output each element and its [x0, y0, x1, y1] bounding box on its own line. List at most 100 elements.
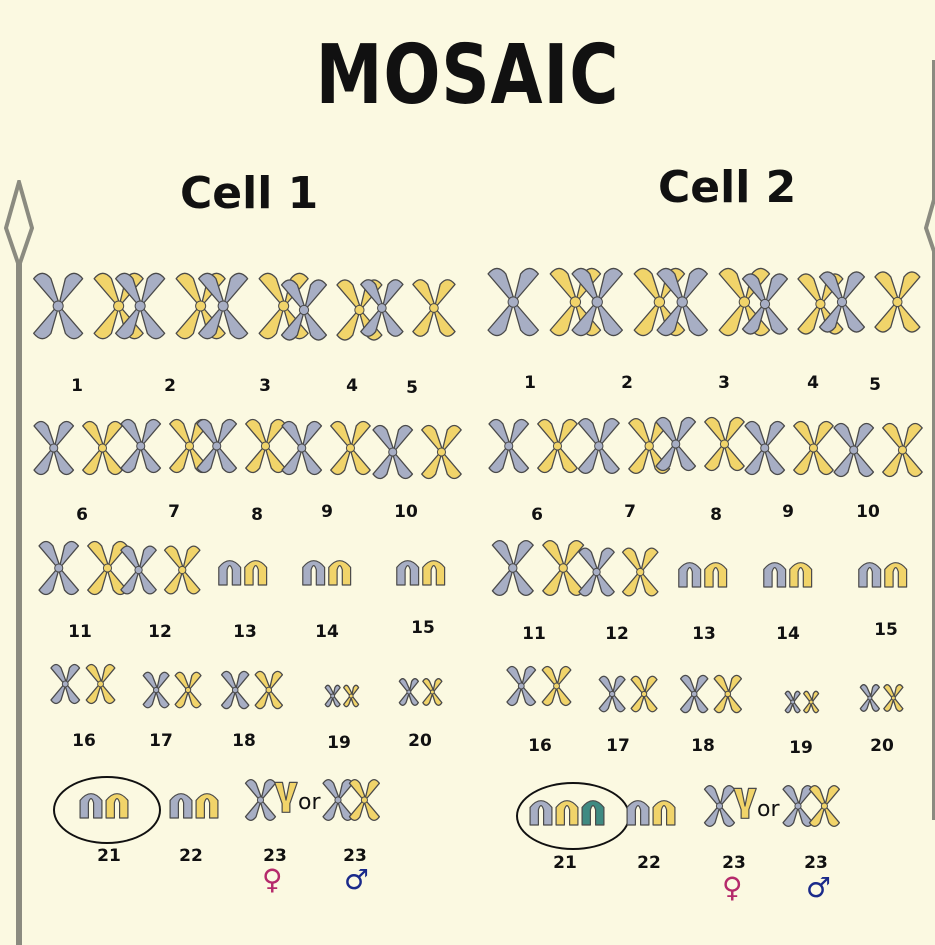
cell-2-chromosome-number-4: 4 — [807, 373, 819, 393]
cell-2-chromosome-number-1: 1 — [524, 373, 536, 393]
cell-1-chromosome-pair-16 — [50, 663, 116, 705]
cell-2-chromosome-pair-14 — [763, 562, 813, 588]
cell-2-chromosome-number-23: 23 — [722, 853, 746, 873]
cell-1-chromosome-number-15: 15 — [411, 618, 435, 638]
cell-2-chromosome-number-7: 7 — [624, 502, 636, 522]
cell-1-chromosome-pair-5 — [360, 279, 456, 337]
cell-2-chromosome-pair-11 — [491, 539, 585, 597]
cell-2-chromosome-number-18: 18 — [691, 736, 715, 756]
cell-2-chromosome-pair-21 — [529, 800, 605, 826]
cell-2-title: Cell 2 — [658, 162, 797, 213]
cell-2-sex-chromosomes-xy — [704, 784, 758, 828]
cell-2-chromosome-pair-15 — [858, 562, 908, 588]
cell-1-chromosome-pair-2 — [114, 272, 226, 340]
male-symbol-icon: ♂ — [344, 863, 370, 896]
cell-1-chromosome-number-4: 4 — [346, 376, 358, 396]
cell-1-chromosome-number-24: 23 — [343, 846, 367, 866]
cell-2-chromosome-pair-16 — [506, 665, 572, 707]
left-spear-shaft — [16, 185, 22, 945]
cell-1-chromosome-number-2: 2 — [164, 376, 176, 396]
cell-2-chromosome-number-12: 12 — [605, 624, 629, 644]
cell-2-chromosome-number-13: 13 — [692, 624, 716, 644]
cell-2-chromosome-pair-12 — [577, 547, 659, 597]
cell-1-chromosome-number-16: 16 — [72, 731, 96, 751]
cell-1-chromosome-number-19: 19 — [327, 733, 351, 753]
cell-1-chromosome-pair-13 — [218, 560, 268, 586]
cell-2-chromosome-number-20: 20 — [870, 736, 894, 756]
cell-1-title: Cell 1 — [180, 168, 319, 219]
cell-1-chromosome-pair-18 — [220, 670, 284, 710]
right-spear-tip-icon — [924, 188, 935, 261]
cell-2-chromosome-number-11: 11 — [522, 624, 546, 644]
cell-1-chromosome-pair-21 — [79, 793, 129, 819]
cell-2-chromosome-number-8: 8 — [710, 505, 722, 525]
cell-2-chromosome-number-9: 9 — [782, 502, 794, 522]
cell-1-chromosome-pair-20 — [399, 678, 443, 706]
page-title: MOSAIC — [315, 28, 620, 123]
cell-2-chromosome-pair-17 — [598, 675, 658, 713]
cell-2-chromosome-number-21: 21 — [553, 853, 577, 873]
cell-1-chromosome-pair-6 — [33, 420, 123, 476]
cell-2-chromosome-number-16: 16 — [528, 736, 552, 756]
cell-2-chromosome-number-24: 23 — [804, 853, 828, 873]
cell-1-chromosome-pair-7 — [120, 418, 210, 474]
cell-1-sex-chromosomes-xy — [245, 778, 299, 822]
right-spear-shaft — [932, 60, 935, 820]
cell-1-sex-chromosomes-xx — [322, 778, 380, 822]
cell-1-chromosome-number-22: 22 — [179, 846, 203, 866]
cell-1-chromosome-number-8: 8 — [251, 505, 263, 525]
cell-2-chromosome-pair-5 — [819, 271, 921, 333]
cell-1-chromosome-number-3: 3 — [259, 376, 271, 396]
cell-1-chromosome-pair-9 — [281, 420, 371, 476]
cell-1-chromosome-number-11: 11 — [68, 622, 92, 642]
cell-1-chromosome-number-17: 17 — [149, 731, 173, 751]
cell-2-or-label: or — [757, 797, 780, 822]
cell-2-chromosome-pair-7 — [577, 417, 671, 475]
cell-2-chromosome-pair-18 — [679, 674, 743, 714]
cell-1-chromosome-number-20: 20 — [408, 731, 432, 751]
cell-1-chromosome-number-12: 12 — [148, 622, 172, 642]
cell-2-chromosome-number-14: 14 — [776, 624, 800, 644]
cell-2-chromosome-pair-13 — [678, 562, 728, 588]
cell-1-chromosome-number-7: 7 — [168, 502, 180, 522]
cell-1-chromosome-number-5: 5 — [406, 378, 418, 398]
cell-1-chromosome-number-18: 18 — [232, 731, 256, 751]
cell-2-chromosome-number-6: 6 — [531, 505, 543, 525]
cell-1-chromosome-pair-22 — [169, 793, 219, 819]
cell-2-chromosome-pair-20 — [860, 684, 904, 712]
cell-2-chromosome-number-17: 17 — [606, 736, 630, 756]
cell-1-chromosome-number-1: 1 — [71, 376, 83, 396]
cell-1-chromosome-21-highlight-ring — [53, 776, 161, 844]
male-symbol-icon: ♂ — [806, 871, 832, 904]
cell-2-chromosome-number-3: 3 — [718, 373, 730, 393]
cell-2-chromosome-pair-22 — [626, 800, 676, 826]
cell-1-chromosome-number-21: 21 — [97, 846, 121, 866]
cell-2-chromosome-number-15: 15 — [874, 620, 898, 640]
cell-1-chromosome-number-23: 23 — [263, 846, 287, 866]
cell-2-chromosome-pair-19 — [784, 690, 820, 714]
cell-1-chromosome-pair-19 — [324, 684, 360, 708]
cell-2-chromosome-pair-9 — [744, 420, 834, 476]
cell-2-sex-chromosomes-xx — [782, 784, 840, 828]
female-symbol-icon: ♀ — [722, 871, 743, 904]
cell-2-chromosome-number-19: 19 — [789, 738, 813, 758]
cell-1-chromosome-number-13: 13 — [233, 622, 257, 642]
cell-2-chromosome-pair-10 — [833, 422, 923, 478]
cell-1-chromosome-pair-8 — [196, 418, 286, 474]
cell-1-chromosome-pair-15 — [396, 560, 446, 586]
cell-1-chromosome-pair-14 — [302, 560, 352, 586]
cell-1-chromosome-pair-17 — [142, 671, 202, 709]
cell-2-chromosome-number-5: 5 — [869, 375, 881, 395]
cell-1-chromosome-number-10: 10 — [394, 502, 418, 522]
cell-2-chromosome-pair-8 — [655, 416, 745, 472]
cell-2-chromosome-number-22: 22 — [637, 853, 661, 873]
cell-2-chromosome-number-10: 10 — [856, 502, 880, 522]
cell-1-chromosome-number-6: 6 — [76, 505, 88, 525]
cell-1-chromosome-number-9: 9 — [321, 502, 333, 522]
female-symbol-icon: ♀ — [262, 863, 283, 896]
cell-1-or-label: or — [298, 790, 321, 815]
cell-2-chromosome-pair-6 — [488, 418, 578, 474]
cell-1-chromosome-pair-11 — [38, 540, 128, 596]
cell-2-chromosome-number-2: 2 — [621, 373, 633, 393]
cell-1-chromosome-pair-12 — [119, 545, 201, 595]
